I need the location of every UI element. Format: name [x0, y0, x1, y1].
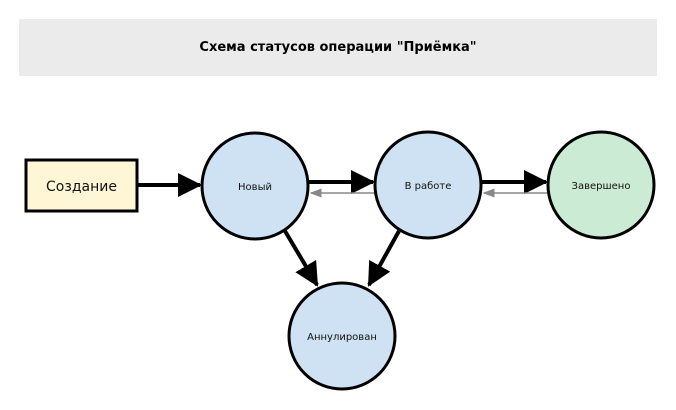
node-in-work-label: В работе — [405, 181, 452, 192]
node-start-label: Создание — [46, 179, 117, 195]
diagram-title: Схема статусов операции "Приёмка" — [19, 19, 657, 76]
node-done: Завершено — [546, 130, 656, 240]
node-cancelled-label: Аннулирован — [307, 332, 377, 343]
node-new: Новый — [200, 131, 310, 241]
edge-new-cancelled — [283, 229, 319, 287]
edge-inwork-cancelled — [367, 230, 401, 287]
node-in-work: В работе — [373, 130, 483, 240]
node-done-label: Завершено — [572, 181, 631, 192]
node-cancelled: Аннулирован — [287, 281, 397, 391]
node-new-label: Новый — [238, 182, 272, 193]
node-start: Создание — [24, 158, 139, 213]
